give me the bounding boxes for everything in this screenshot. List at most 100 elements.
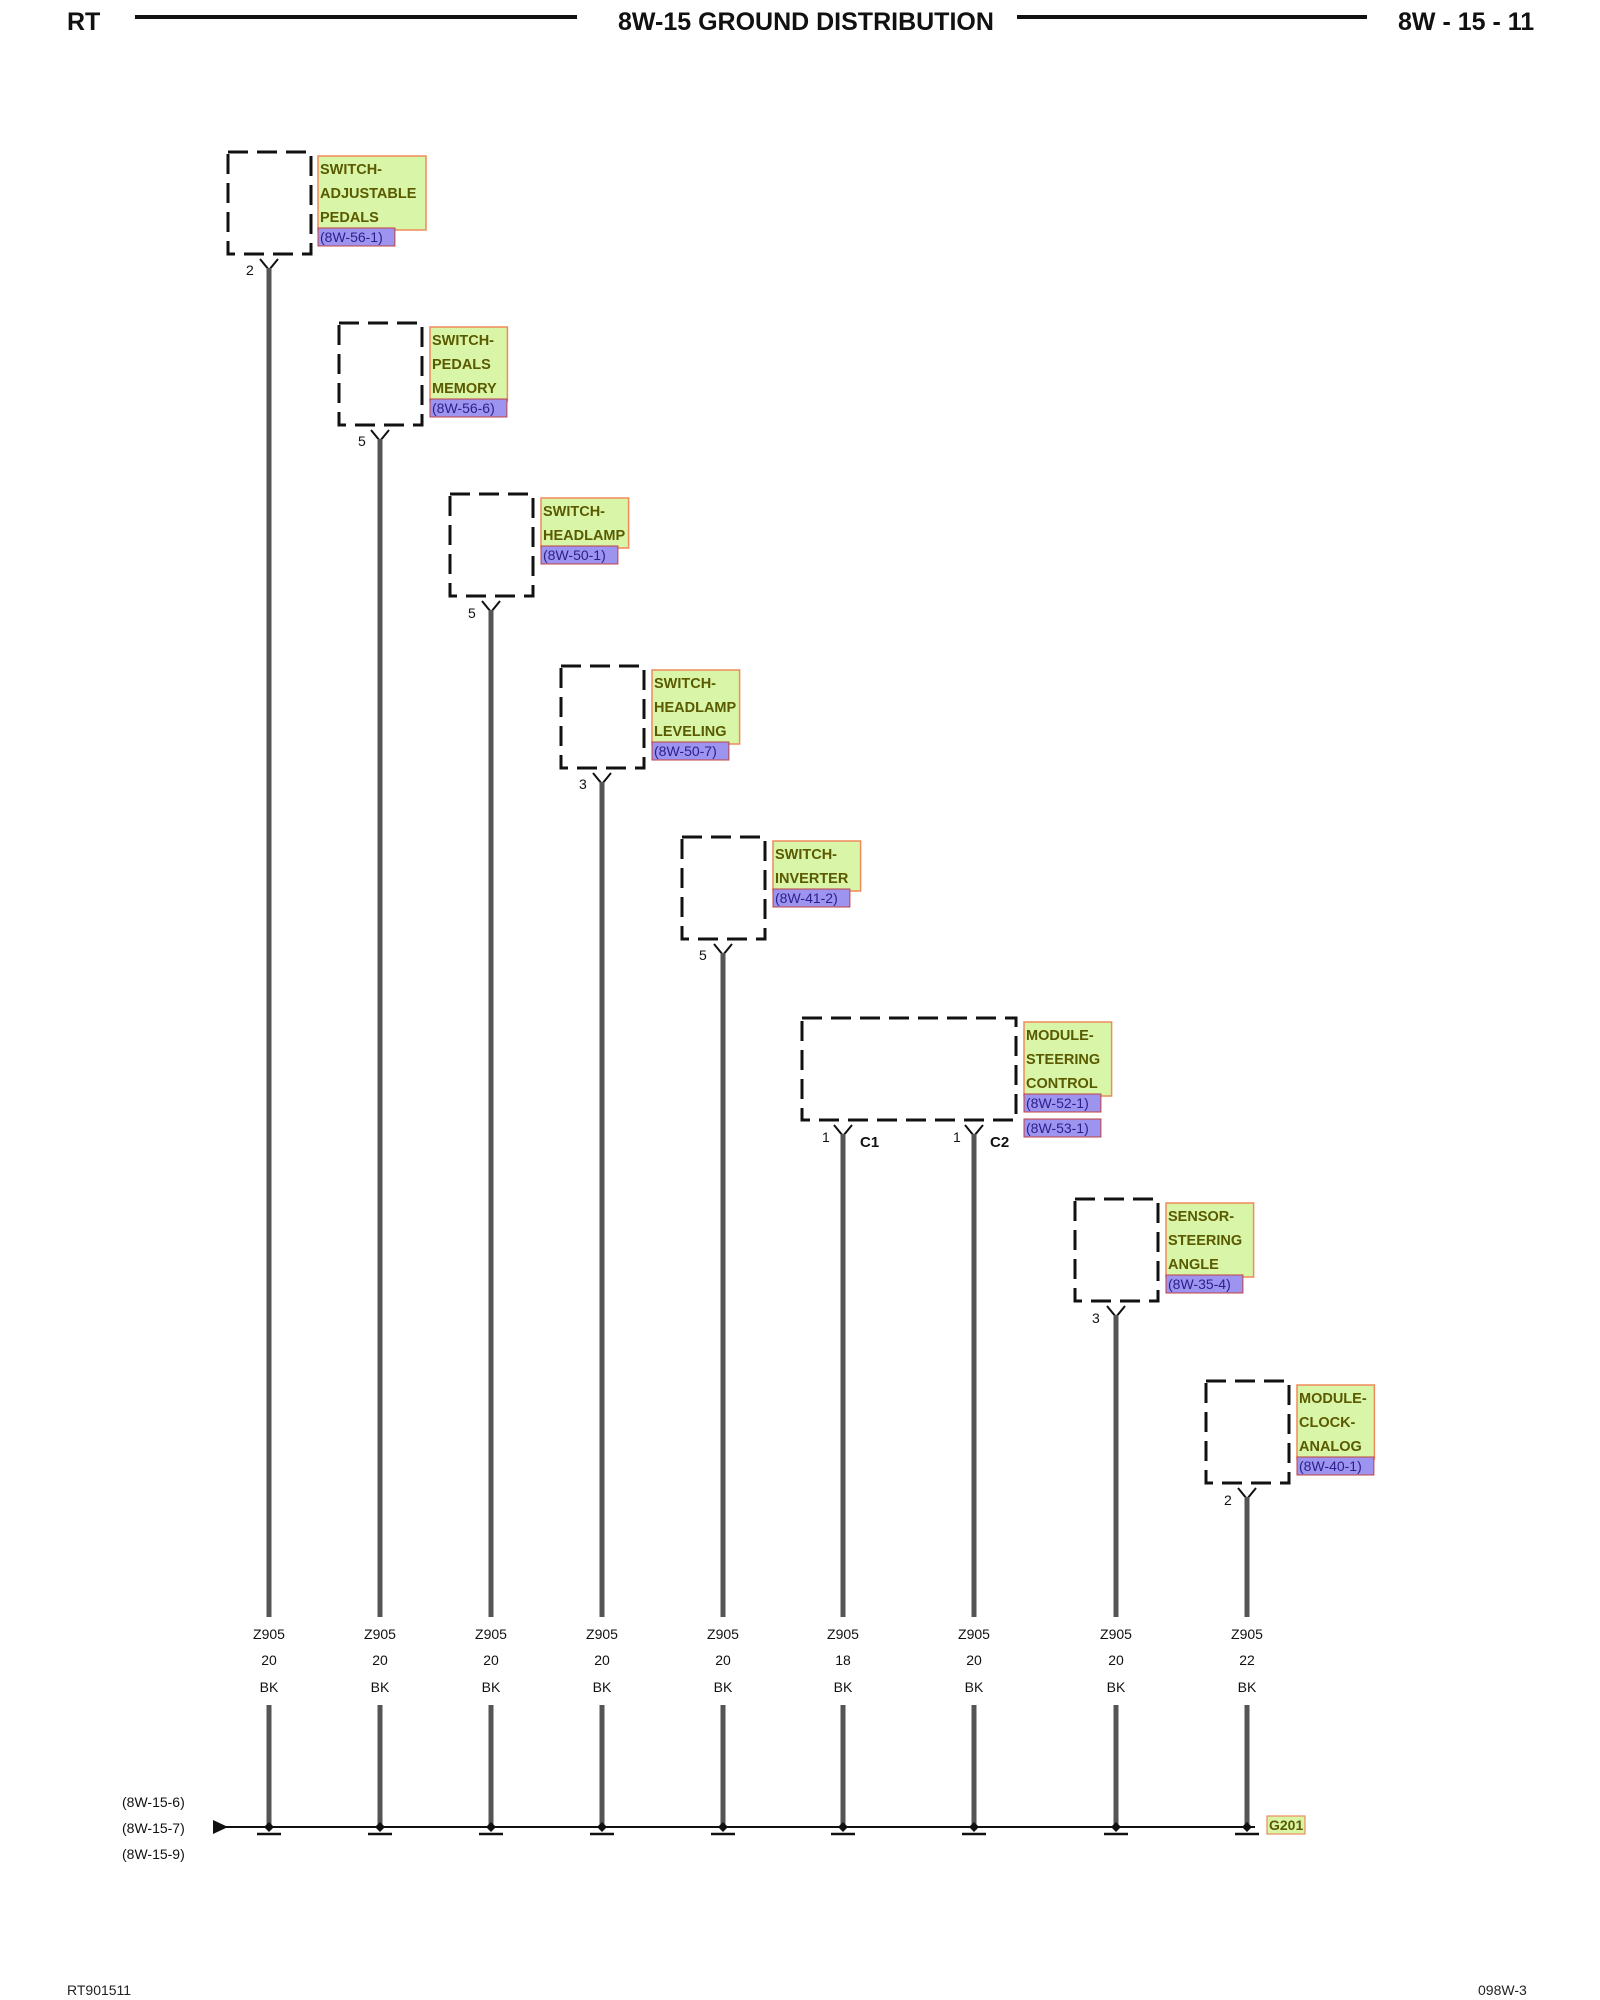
component-name: SWITCH-: [775, 847, 837, 863]
pin-number: 2: [1224, 1492, 1232, 1508]
pin-number: 3: [1092, 1310, 1100, 1326]
component-box: [337, 321, 424, 427]
component-box: [559, 664, 646, 770]
component-name: HEADLAMP: [543, 528, 625, 544]
wire-circuit: Z905: [1100, 1626, 1132, 1642]
component-name: PEDALS: [320, 210, 379, 226]
ref-chip: [1296, 1456, 1375, 1476]
component-name: MEMORY: [432, 381, 497, 397]
component-box: [226, 150, 313, 256]
wire-color: BK: [371, 1679, 390, 1695]
component-name: ANGLE: [1168, 1257, 1219, 1273]
component-name: SWITCH-: [432, 333, 494, 349]
wire-circuit: Z905: [827, 1626, 859, 1642]
component-box: [680, 835, 767, 941]
component-name: ADJUSTABLE: [320, 186, 417, 202]
component-label-bg: [540, 497, 630, 549]
wire-circuit: Z905: [1231, 1626, 1263, 1642]
wire-gauge: 20: [261, 1652, 277, 1668]
connector-id: C2: [990, 1134, 1009, 1151]
wire-color: BK: [1238, 1679, 1257, 1695]
component-box: [800, 1016, 1018, 1122]
component-name: CONTROL: [1026, 1076, 1098, 1092]
component-label-bg: [651, 669, 741, 745]
wire-gauge: 20: [966, 1652, 982, 1668]
component-label-bg: [1296, 1384, 1376, 1460]
wire-color: BK: [260, 1679, 279, 1695]
component-name: CLOCK-: [1299, 1415, 1356, 1431]
ref-chip: [651, 741, 730, 761]
wire-circuit: Z905: [253, 1626, 285, 1642]
wire-circuit: Z905: [475, 1626, 507, 1642]
page-reference: (8W-53-1): [1026, 1120, 1089, 1136]
component-box: [448, 492, 535, 598]
page-header-right: 8W - 15 - 11: [1398, 8, 1535, 36]
wire-circuit: Z905: [707, 1626, 739, 1642]
ref-chip: [772, 888, 851, 908]
pin-number: 5: [358, 433, 366, 449]
component-name: STEERING: [1168, 1233, 1242, 1249]
wire-color: BK: [482, 1679, 501, 1695]
ref-chip: [1023, 1118, 1102, 1138]
component-label-bg: [429, 326, 509, 402]
ground-label-bg: [1266, 1815, 1306, 1835]
page-reference: (8W-50-1): [543, 547, 606, 563]
wire-circuit: Z905: [586, 1626, 618, 1642]
ref-chip: [429, 398, 508, 418]
wire-gauge: 20: [594, 1652, 610, 1668]
component-name: SWITCH-: [543, 504, 605, 520]
component-name: SWITCH-: [654, 676, 716, 692]
page-header-left: RT: [67, 8, 101, 36]
component-name: STEERING: [1026, 1052, 1100, 1068]
component-name: HEADLAMP: [654, 700, 736, 716]
bus-reference: (8W-15-6): [122, 1794, 185, 1810]
component-name: SWITCH-: [320, 162, 382, 178]
component-box: [1204, 1379, 1291, 1485]
wire-gauge: 18: [835, 1652, 851, 1668]
bus-reference: (8W-15-9): [122, 1846, 185, 1862]
component-name: SENSOR-: [1168, 1209, 1234, 1225]
wire-color: BK: [1107, 1679, 1126, 1695]
wire-color: BK: [714, 1679, 733, 1695]
footer-right: 098W-3: [1478, 1982, 1527, 1998]
header-rule-left: [135, 15, 577, 19]
wire-color: BK: [834, 1679, 853, 1695]
ground-id: G201: [1269, 1817, 1303, 1833]
pin-number: 5: [468, 605, 476, 621]
component-name: MODULE-: [1299, 1391, 1367, 1407]
wire-gauge: 20: [483, 1652, 499, 1668]
pin-number: 1: [822, 1129, 830, 1145]
wire-gauge: 20: [372, 1652, 388, 1668]
component-name: PEDALS: [432, 357, 491, 373]
wire-gauge: 20: [715, 1652, 731, 1668]
component-name: INVERTER: [775, 871, 849, 887]
connector-id: C1: [860, 1134, 879, 1151]
component-name: MODULE-: [1026, 1028, 1094, 1044]
page-title: 8W-15 GROUND DISTRIBUTION: [618, 8, 994, 36]
bus-arrow-icon: [213, 1820, 228, 1834]
ref-chip: [317, 227, 396, 247]
wire-circuit: Z905: [958, 1626, 990, 1642]
pin-number: 5: [699, 947, 707, 963]
page-reference: (8W-56-6): [432, 400, 495, 416]
pin-number: 3: [579, 776, 587, 792]
page-reference: (8W-50-7): [654, 743, 717, 759]
pin-number: 2: [246, 262, 254, 278]
header-rule-right: [1017, 15, 1367, 19]
page-reference: (8W-35-4): [1168, 1276, 1231, 1292]
footer-left: RT901511: [67, 1982, 132, 1998]
component-name: LEVELING: [654, 724, 727, 740]
component-name: ANALOG: [1299, 1439, 1362, 1455]
page-reference: (8W-41-2): [775, 890, 838, 906]
component-box: [1073, 1197, 1160, 1303]
component-label-bg: [772, 840, 862, 892]
pin-number: 1: [953, 1129, 961, 1145]
ref-chip: [540, 545, 619, 565]
wire-color: BK: [593, 1679, 612, 1695]
page-reference: (8W-52-1): [1026, 1095, 1089, 1111]
wire-circuit: Z905: [364, 1626, 396, 1642]
wire-color: BK: [965, 1679, 984, 1695]
wire-gauge: 20: [1108, 1652, 1124, 1668]
page-reference: (8W-40-1): [1299, 1458, 1362, 1474]
